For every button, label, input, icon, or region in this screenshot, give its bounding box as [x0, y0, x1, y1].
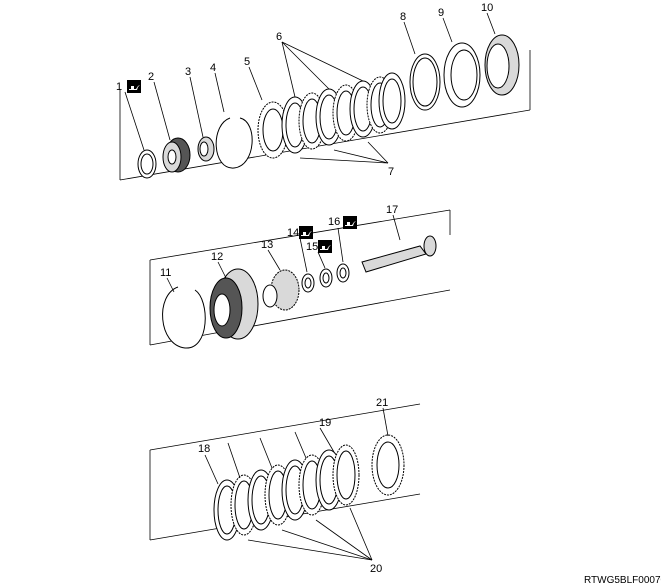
- callout-6: 6: [276, 31, 282, 43]
- group-bottom-parts: [149, 403, 421, 561]
- callout-18: 18: [198, 443, 210, 455]
- callout-9: 9: [438, 7, 444, 19]
- oil-can-icon: [318, 240, 332, 253]
- callout-19: 19: [319, 417, 331, 429]
- callout-11: 11: [160, 267, 171, 279]
- callout-8: 8: [400, 11, 406, 23]
- callout-14: 14: [287, 227, 299, 239]
- group-top-parts: [119, 12, 531, 181]
- callout-15: 15: [306, 241, 318, 253]
- oil-can-icon: [299, 226, 313, 239]
- figure-code: RTWG5BLF000701: [584, 575, 661, 586]
- callout-3: 3: [185, 66, 191, 78]
- callout-17: 17: [386, 204, 398, 216]
- clutch-pack-lower: [213, 444, 360, 541]
- callout-10: 10: [481, 2, 493, 14]
- oil-can-icon: [343, 216, 357, 229]
- callout-1: 1: [116, 81, 122, 93]
- callout-4: 4: [210, 62, 216, 74]
- callout-20: 20: [370, 563, 382, 575]
- group-middle-parts: [149, 209, 451, 349]
- callout-5: 5: [244, 56, 250, 68]
- clutch-pack-upper: [281, 41, 406, 164]
- callout-21: 21: [376, 397, 388, 409]
- callout-2: 2: [148, 71, 154, 83]
- callout-12: 12: [211, 251, 223, 263]
- oil-can-icon: [127, 80, 141, 93]
- callout-labels: 1 2 3 4 5 6 7 8 9 10 11 12 13 14 15 16 1…: [116, 2, 493, 575]
- callout-7: 7: [388, 166, 394, 178]
- callout-16: 16: [328, 216, 340, 228]
- callout-13: 13: [261, 239, 273, 251]
